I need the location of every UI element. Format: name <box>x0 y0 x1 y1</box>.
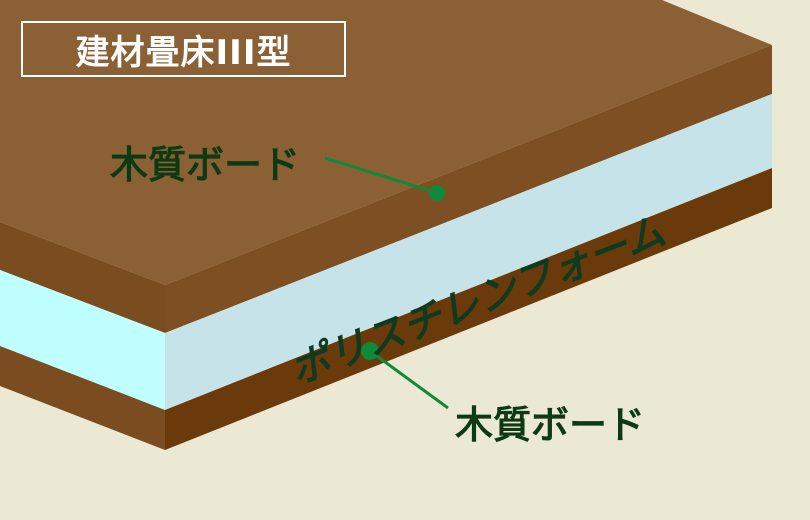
bottom-board-side-face <box>165 168 772 450</box>
bottom-board-leader-dot <box>361 342 379 360</box>
foam-side-face <box>165 94 772 410</box>
diagram-title: 建材畳床III型 <box>75 32 292 73</box>
bottom-board-leader-line <box>369 349 449 410</box>
top-board-front-face <box>0 222 165 333</box>
top-board-label: 木質ボード <box>110 143 301 187</box>
foam-front-face <box>0 270 165 410</box>
top-board-leader-line <box>324 156 438 195</box>
top-board-leader-dot <box>429 185 445 201</box>
title-box: 建材畳床III型 <box>21 21 346 77</box>
top-board-top-face <box>0 0 772 285</box>
top-board-side-face <box>165 45 772 333</box>
bottom-board-label: 木質ボード <box>455 403 646 447</box>
bottom-board-front-face <box>0 346 165 450</box>
